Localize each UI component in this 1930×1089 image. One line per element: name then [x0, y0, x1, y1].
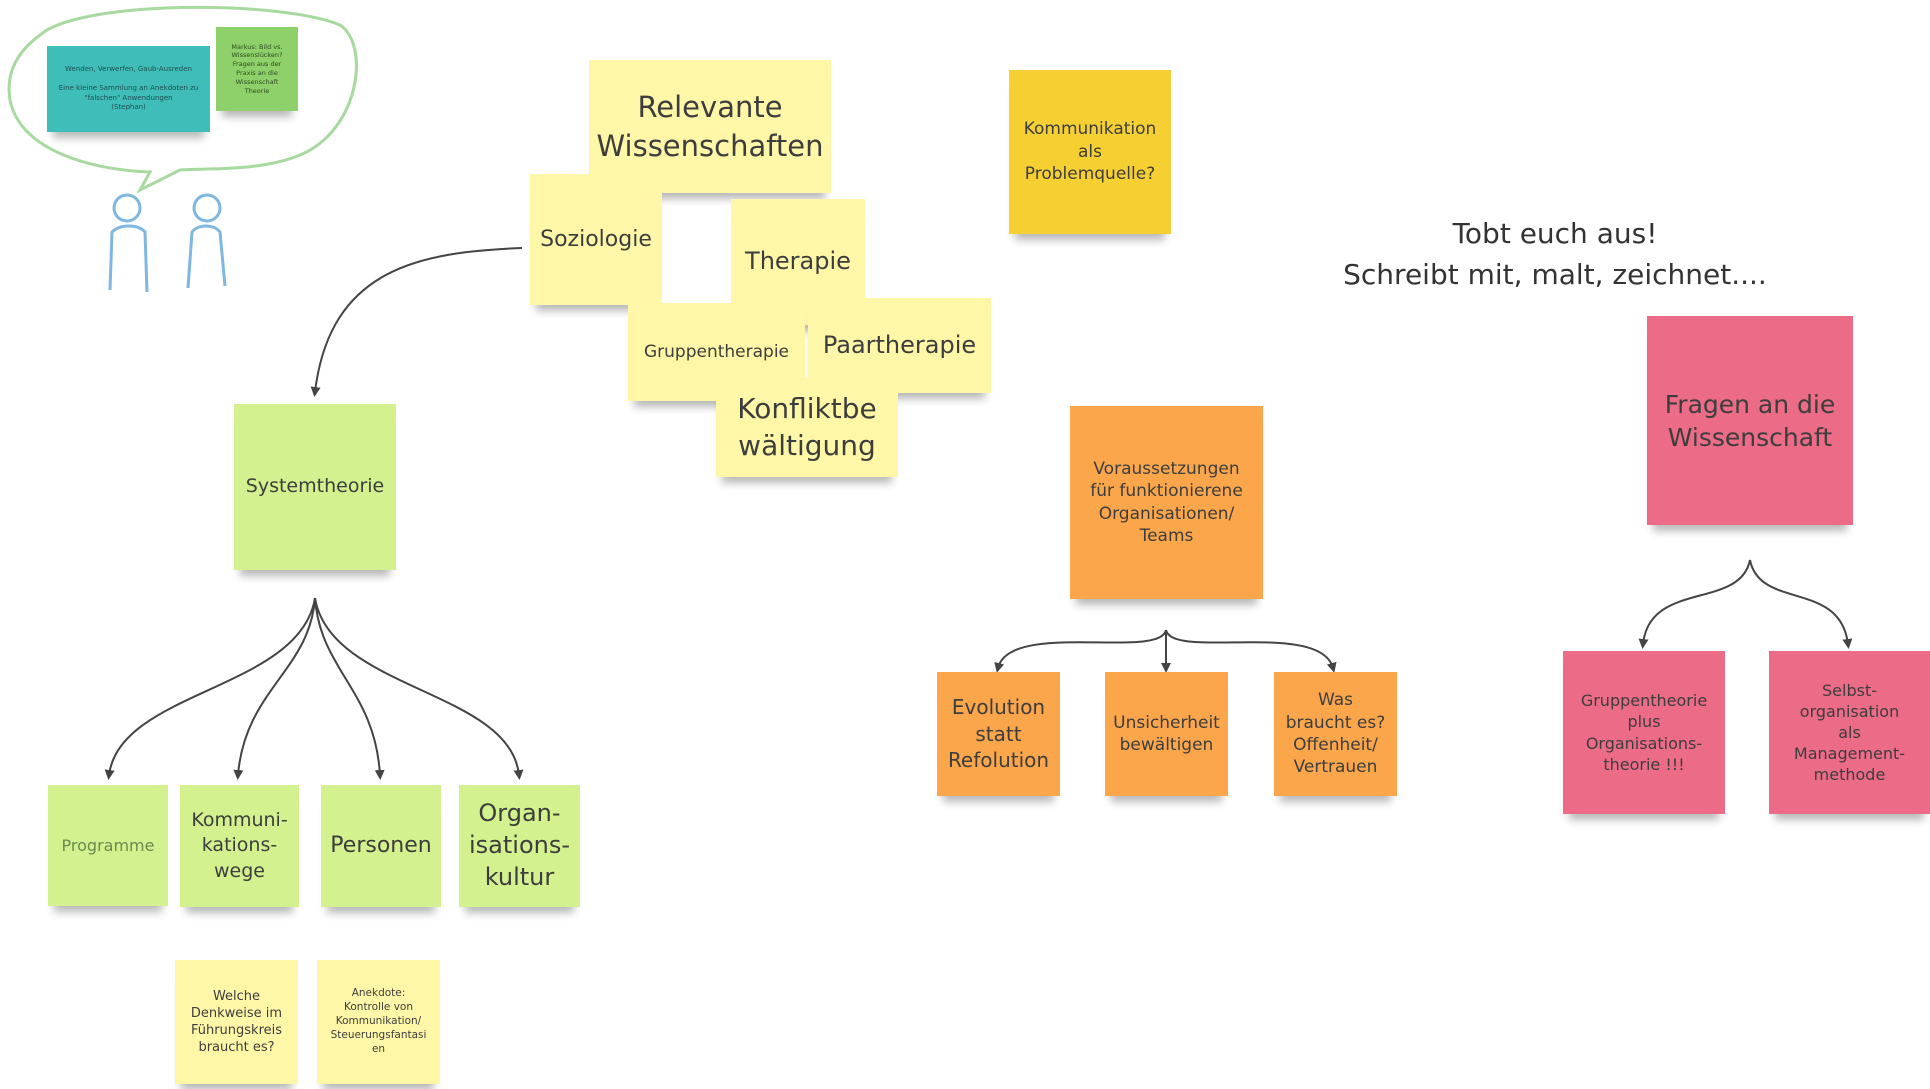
- note-welche-denkweise[interactable]: Welche Denkweise im Führungskreis brauch…: [175, 960, 298, 1084]
- connector-systemtheorie-branches: [104, 597, 524, 780]
- note-anekdote-kontrolle[interactable]: Anekdote: Kontrolle von Kommunikation/ S…: [317, 960, 440, 1084]
- instruction-text: Tobt euch aus! Schreibt mit, malt, zeich…: [1343, 217, 1767, 291]
- note-systemtheorie[interactable]: Systemtheorie: [234, 404, 396, 570]
- note-konfliktbewaeltigung[interactable]: Konfliktbe wältigung: [716, 378, 898, 477]
- note-relevante-wissenschaften[interactable]: Relevante Wissenschaften: [589, 60, 831, 193]
- note-paartherapie[interactable]: Paartherapie: [808, 298, 991, 393]
- note-fragen-an-die-wissenschaft[interactable]: Fragen an die Wissenschaft: [1647, 316, 1853, 525]
- note-selbstorganisation[interactable]: Selbst- organisation als Management- met…: [1769, 651, 1930, 814]
- teal-anecdote-note[interactable]: Wenden, Verwerfen, Gaub-Ausreden Eine kl…: [47, 46, 210, 132]
- connector-soziologie-systemtheorie: [310, 247, 523, 397]
- note-gruppentheorie-plus[interactable]: Gruppentheorie plus Organisations- theor…: [1563, 651, 1725, 814]
- note-soziologie[interactable]: Soziologie: [530, 174, 662, 305]
- note-personen[interactable]: Personen: [321, 785, 441, 907]
- connector-voraussetzungen-branches: [994, 629, 1337, 673]
- note-evolution[interactable]: Evolution statt Refolution: [937, 672, 1060, 796]
- note-unsicherheit[interactable]: Unsicherheit bewältigen: [1105, 672, 1228, 796]
- note-kommunikation-problemquelle[interactable]: Kommunikation als Problemquelle?: [1009, 70, 1171, 234]
- small-green-question-note[interactable]: Markus: Bild vs. Wissenslücken? Fragen a…: [216, 27, 298, 111]
- note-kommunikationswege[interactable]: Kommuni- kations- wege: [180, 785, 299, 907]
- connector-fragen-branches: [1638, 559, 1853, 649]
- note-programme[interactable]: Programme: [48, 785, 168, 906]
- note-voraussetzungen[interactable]: Voraussetzungen für funktionierene Organ…: [1070, 406, 1263, 599]
- note-organisationskultur[interactable]: Organ- isations- kultur: [459, 785, 580, 907]
- note-was-braucht-es[interactable]: Was braucht es? Offenheit/ Vertrauen: [1274, 672, 1397, 796]
